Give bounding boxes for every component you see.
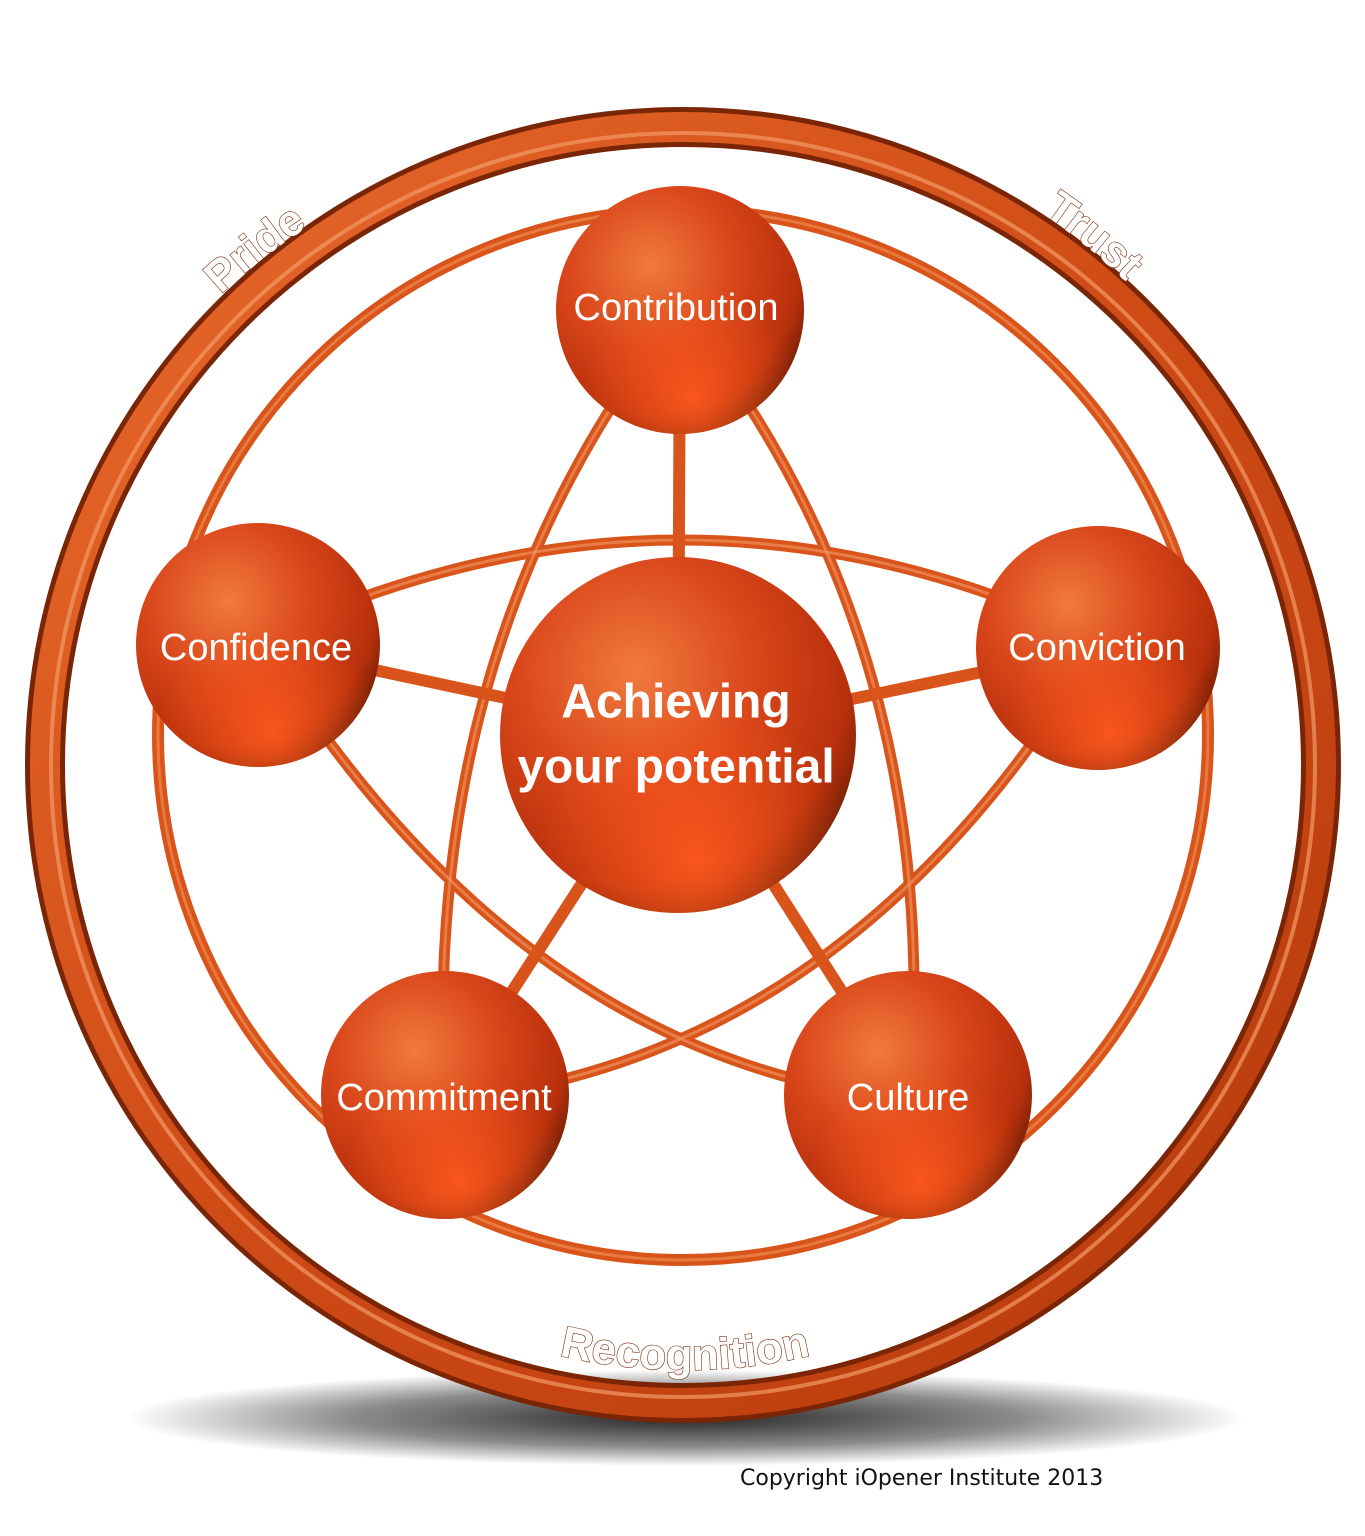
node-label-commitment: Commitment <box>336 1077 552 1119</box>
node-confidence: Confidence <box>136 523 380 767</box>
center-label-line1: Achieving <box>561 676 790 729</box>
node-label-conviction: Conviction <box>1008 627 1185 669</box>
ring-label-recognition: Recognition <box>557 1317 813 1380</box>
outer-ring <box>30 112 1336 1418</box>
node-label-contribution: Contribution <box>574 287 779 329</box>
center-label-line2: your potential <box>517 741 834 794</box>
node-label-culture: Culture <box>847 1077 970 1119</box>
node-contribution: Contribution <box>556 186 804 434</box>
outer-ring-highlight <box>49 131 1317 1399</box>
ring-label-recognition-path: Recognition <box>556 1317 813 1381</box>
node-conviction: Conviction <box>976 526 1220 770</box>
node-culture: Culture <box>784 971 1032 1219</box>
center-node: Achieving your potential <box>500 557 856 913</box>
copyright-notice: Copyright iOpener Institute 2013 <box>740 1466 1104 1491</box>
node-commitment: Commitment <box>321 971 569 1219</box>
node-label-confidence: Confidence <box>160 627 352 669</box>
